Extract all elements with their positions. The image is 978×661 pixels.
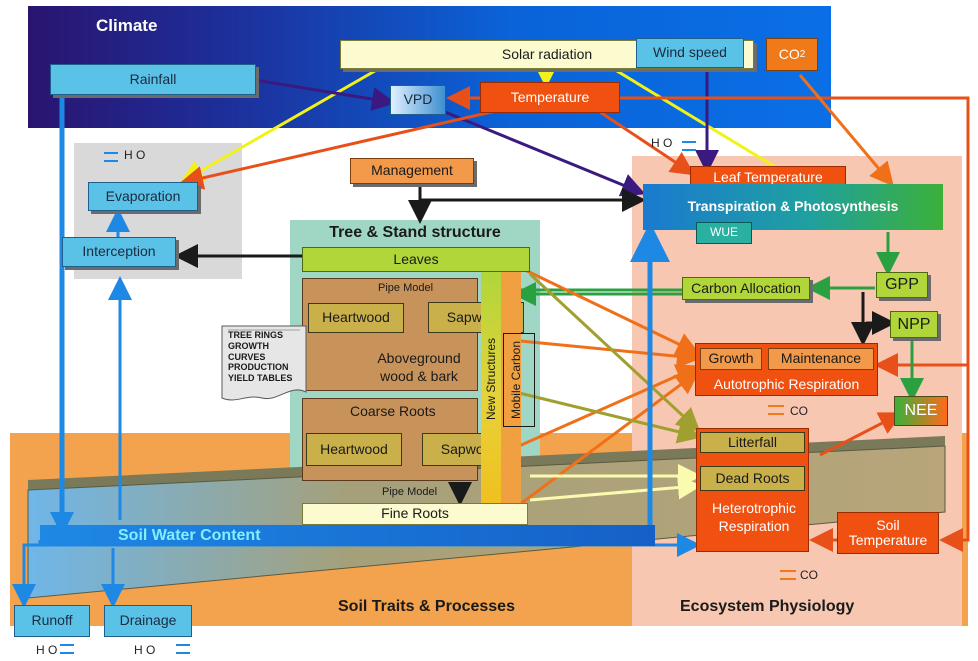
- pipe-model-top-label: Pipe Model: [378, 282, 434, 294]
- drainage-box[interactable]: Drainage: [104, 605, 192, 637]
- heartwood-bottom-box[interactable]: Heartwood: [306, 433, 402, 466]
- management-box[interactable]: Management: [350, 158, 474, 184]
- tree-stand-title: Tree & Stand structure: [329, 224, 501, 241]
- evaporation-h2o-label: H O: [124, 148, 146, 162]
- evaporation-sink-icon: [104, 152, 118, 162]
- wue-box[interactable]: WUE: [696, 222, 752, 244]
- soil-water-content-label: Soil Water Content: [118, 527, 261, 544]
- dead-roots-box[interactable]: Dead Roots: [700, 466, 805, 491]
- carbon-allocation-box[interactable]: Carbon Allocation: [682, 277, 810, 300]
- autotrophic-co2-icon: [768, 405, 784, 415]
- litterfall-box[interactable]: Litterfall: [700, 432, 805, 453]
- drainage-h2o-label: H O: [134, 643, 156, 657]
- aboveground-label: Aboveground wood & bark: [377, 350, 461, 384]
- leaves-box[interactable]: Leaves: [302, 247, 530, 272]
- growth-box[interactable]: Growth: [700, 348, 762, 370]
- autotrophic-co2-label: CO: [790, 404, 808, 418]
- ecosystem-title: Ecosystem Physiology: [680, 598, 855, 615]
- evaporation-box[interactable]: Evaporation: [88, 182, 198, 211]
- yield-tables-line: YIELD TABLES: [228, 373, 293, 384]
- pipe-model-bottom-label: Pipe Model: [382, 486, 438, 498]
- new-structures-bar: [481, 272, 501, 503]
- heartwood-top-box[interactable]: Heartwood: [308, 303, 404, 333]
- leaf-h2o-label: H O: [651, 136, 673, 150]
- fine-roots-box[interactable]: Fine Roots: [302, 503, 528, 525]
- mobile-carbon-bar: [501, 272, 521, 503]
- transpiration-photosynthesis-box[interactable]: Transpiration & Photosynthesis: [643, 184, 943, 230]
- drainage-sink-icon: [176, 644, 190, 654]
- runoff-box[interactable]: Runoff: [14, 605, 90, 637]
- runoff-sink-icon: [60, 644, 74, 654]
- soil-temperature-box[interactable]: Soil Temperature: [837, 512, 939, 554]
- co2-text: CO: [778, 45, 800, 62]
- growth-curves-line: GROWTH CURVES: [228, 340, 269, 362]
- autotrophic-label: Autotrophic Respiration: [713, 376, 860, 392]
- runoff-h2o-label: H O: [36, 643, 58, 657]
- leaf-sink-icon: [682, 141, 696, 151]
- tree-rings-line: TREE RINGS: [228, 330, 284, 340]
- soil-title: Soil Traits & Processes: [338, 598, 515, 615]
- nee-box[interactable]: NEE: [894, 396, 948, 426]
- maintenance-box[interactable]: Maintenance: [768, 348, 874, 370]
- soil-water-content-bar: [40, 525, 655, 546]
- production-line: PRODUCTION: [228, 362, 289, 373]
- heterotrophic-co2-icon: [780, 570, 796, 580]
- co2-subscript: 2: [799, 49, 806, 60]
- heterotrophic-label: Heterotrophic Respiration: [712, 500, 797, 534]
- wind-speed-box[interactable]: Wind speed: [636, 38, 744, 68]
- gpp-box[interactable]: GPP: [876, 272, 928, 298]
- interception-box[interactable]: Interception: [62, 237, 176, 267]
- temperature-box[interactable]: Temperature: [480, 82, 620, 113]
- mobile-carbon-label: [503, 333, 535, 427]
- aboveground-panel: [302, 278, 478, 391]
- npp-box[interactable]: NPP: [890, 311, 938, 338]
- rainfall-box[interactable]: Rainfall: [50, 64, 256, 95]
- coarse-roots-label: Coarse Roots: [350, 403, 436, 419]
- climate-title: Climate: [96, 16, 158, 35]
- heterotrophic-co2-label: CO: [800, 568, 818, 582]
- vpd-box[interactable]: VPD: [390, 85, 446, 115]
- tree-rings-note: TREE RINGS GROWTH CURVES PRODUCTION YIEL…: [228, 330, 304, 384]
